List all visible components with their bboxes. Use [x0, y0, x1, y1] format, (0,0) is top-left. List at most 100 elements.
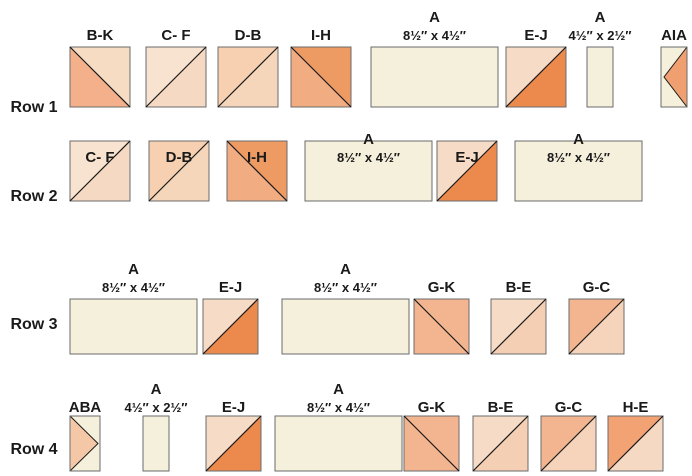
block-aia	[660, 46, 688, 108]
block-g-c	[540, 415, 597, 472]
block-label: B-K	[87, 27, 114, 44]
diagonal-seam	[505, 46, 567, 108]
block-label: E-J	[222, 399, 245, 416]
block-dimension: 8½″ x 4½″	[337, 150, 400, 165]
diagonal-seam	[290, 46, 352, 108]
block-e-j	[202, 298, 259, 355]
diagonal-seam	[568, 298, 625, 355]
aia-seam	[663, 46, 688, 108]
aia-triangle	[664, 47, 687, 107]
diagonal-seam	[540, 415, 597, 472]
block-a	[281, 298, 410, 355]
aba-triangle	[70, 416, 98, 471]
block-aba	[69, 415, 101, 472]
block-outline	[413, 298, 470, 355]
block-dimension: 8½″ x 4½″	[314, 280, 377, 295]
block-outline	[490, 298, 547, 355]
block-label: E-J	[219, 279, 242, 296]
block-outline	[403, 415, 460, 472]
block-label: G-C	[555, 399, 583, 416]
plain-rectangle	[586, 46, 614, 108]
block-label: A	[363, 131, 374, 148]
block-label: ABA	[69, 399, 102, 416]
block-label: A	[340, 261, 351, 278]
block-d-b	[217, 46, 279, 108]
block-c-f	[145, 46, 207, 108]
diagonal-seam	[69, 46, 131, 108]
block-label: D-B	[166, 149, 193, 166]
block-outline	[540, 415, 597, 472]
block-a	[304, 140, 433, 202]
block-a	[514, 140, 643, 202]
block-a	[274, 415, 403, 472]
block-i-h	[226, 140, 288, 202]
block-outline	[148, 140, 210, 202]
block-outline	[226, 140, 288, 202]
diagonal-seam	[226, 140, 288, 202]
row-2	[69, 140, 643, 202]
block-a	[370, 46, 499, 108]
diagonal-seam	[607, 415, 664, 472]
diagonal-seam	[436, 140, 498, 202]
block-label: C- F	[85, 149, 114, 166]
block-dimension: 8½″ x 4½″	[307, 400, 370, 415]
plain-rectangle	[370, 46, 499, 108]
block-label: A	[595, 9, 606, 26]
block-label: I-H	[311, 27, 331, 44]
diagonal-seam	[145, 46, 207, 108]
diagonal-seam	[403, 415, 460, 472]
row-4	[69, 415, 664, 472]
block-g-k	[403, 415, 460, 472]
block-label: A	[573, 131, 584, 148]
block-e-j	[436, 140, 498, 202]
row-label: Row 4	[10, 441, 57, 458]
row-1	[69, 46, 688, 108]
block-a	[586, 46, 614, 108]
block-e-j	[505, 46, 567, 108]
row-label: Row 2	[10, 188, 57, 205]
diagonal-seam	[69, 140, 131, 202]
block-outline	[205, 415, 262, 472]
plain-rectangle	[142, 415, 170, 472]
block-d-b	[148, 140, 210, 202]
plain-rectangle	[304, 140, 433, 202]
block-label: C- F	[161, 27, 190, 44]
block-outline	[217, 46, 279, 108]
block-outline	[69, 140, 131, 202]
row-label: Row 1	[10, 99, 57, 116]
plain-rectangle	[514, 140, 643, 202]
block-outline	[660, 46, 688, 108]
row-3	[69, 298, 625, 355]
diagonal-seam	[148, 140, 210, 202]
block-b-e	[472, 415, 529, 472]
block-g-k	[413, 298, 470, 355]
diagonal-seam	[472, 415, 529, 472]
block-c-f	[69, 140, 131, 202]
block-outline	[145, 46, 207, 108]
block-label: A	[151, 381, 162, 398]
block-label: E-J	[455, 149, 478, 166]
block-dimension: 8½″ x 4½″	[547, 150, 610, 165]
block-b-e	[490, 298, 547, 355]
block-g-c	[568, 298, 625, 355]
diagonal-seam	[217, 46, 279, 108]
block-outline	[436, 140, 498, 202]
block-e-j	[205, 415, 262, 472]
block-outline	[202, 298, 259, 355]
block-label: I-H	[247, 149, 267, 166]
row-label: Row 3	[10, 316, 57, 333]
diagonal-seam	[413, 298, 470, 355]
block-h-e	[607, 415, 664, 472]
block-a	[69, 298, 198, 355]
block-dimension: 4½″ x 2½″	[568, 28, 631, 43]
aba-seam	[69, 415, 99, 472]
block-dimension: 4½″ x 2½″	[124, 400, 187, 415]
block-label: A	[429, 9, 440, 26]
block-label: H-E	[623, 399, 649, 416]
block-label: G-K	[428, 279, 456, 296]
block-outline	[607, 415, 664, 472]
block-outline	[505, 46, 567, 108]
block-label: AIA	[661, 27, 687, 44]
block-label: E-J	[524, 27, 547, 44]
block-label: B-E	[488, 399, 514, 416]
